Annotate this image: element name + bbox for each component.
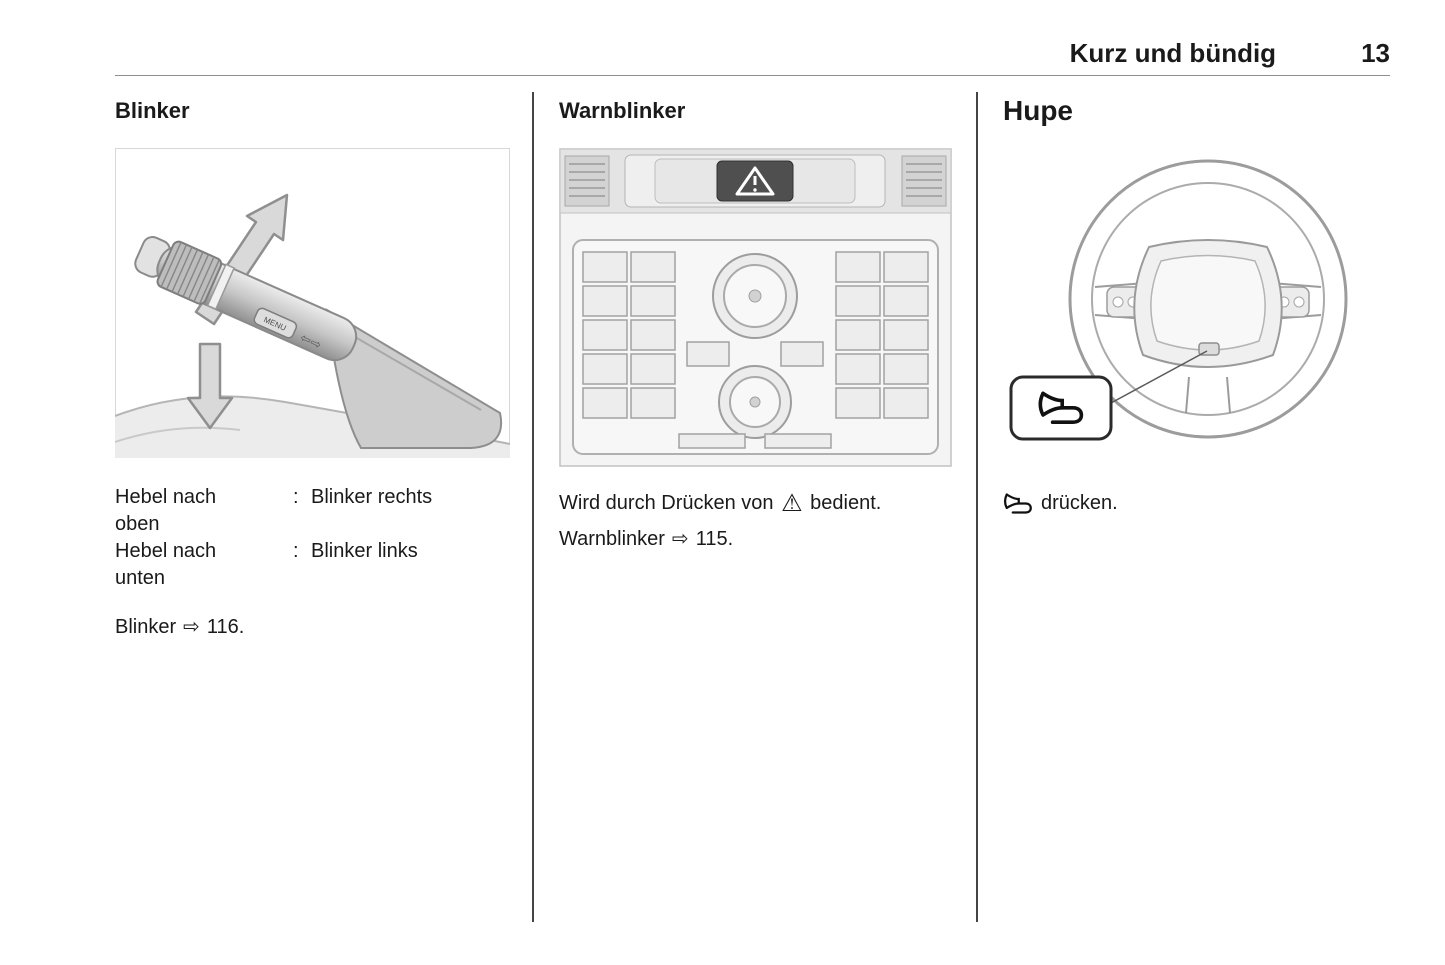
page-ref-arrow-icon: ⇨ [183,616,200,638]
section-hupe: Hupe [1003,92,1393,517]
horn-icon [1038,391,1084,425]
menu-button [253,307,298,339]
horn-callout [1009,375,1113,441]
header-rule [115,75,1390,76]
section-blinker: Blinker [114,92,511,641]
hazard-warning-icon: ⚠ [781,490,803,517]
upper-rotary-knob [712,253,798,339]
turn-signal-lever: MENU ⇦⇨ [134,236,358,362]
steering-wheel-illustration [1009,159,1348,441]
blinker-page-reference: Blinker ⇨ 116. [115,614,510,641]
center-console-illustration [559,148,952,467]
lever-down-arrow-icon [186,342,234,430]
hazard-warning-button [716,160,794,202]
figure-turn-signal-lever: MENU ⇦⇨ [114,148,511,458]
table-separator: : [293,486,299,508]
turn-signal-lever-illustration: MENU ⇦⇨ [114,148,511,458]
page-ref-arrow-icon: ⇨ [671,528,689,550]
page-header: Kurz und bündig 13 [115,38,1390,69]
warnblinker-description: Wird durch Drücken von ⚠ bedient. [559,489,954,518]
table-definition: Blinker rechts [311,486,433,508]
bottom-button-row [678,433,832,449]
warnblinker-page-reference: Warnblinker ⇨ 115. [559,526,954,553]
lower-rotary-knob [718,365,792,439]
sentence-before-icon: Wird durch Drücken von [559,492,774,514]
reference-label: Blinker [115,616,177,638]
section-warnblinker: Warnblinker [559,92,954,553]
hazard-warning-triangle-icon [735,166,775,196]
running-header-title: Kurz und bündig [1069,38,1277,68]
lever-function-table: Hebel nach oben : Blinker rechts Hebel n… [115,484,510,592]
column-divider [532,92,534,922]
left-button-grid [582,251,676,419]
callout-leader-line [1110,350,1208,404]
table-term: Hebel nach oben [115,486,217,535]
page-number: 13 [1361,38,1390,68]
table-separator: : [293,540,299,562]
instruction-text: drücken. [1041,492,1118,514]
reference-label: Warnblinker [559,528,665,550]
heading-blinker: Blinker [115,98,190,123]
figure-center-console [559,148,954,467]
figure-steering-wheel [1003,151,1393,461]
content-columns: Blinker [114,92,1394,922]
reference-page: 116. [206,616,245,638]
reference-page: 115. [695,528,734,550]
table-definition: Blinker links [311,540,418,562]
table-term: Hebel nach unten [115,540,217,589]
heading-hupe: Hupe [1003,95,1073,126]
column-divider [976,92,978,922]
center-button-row [686,341,824,367]
right-button-grid [835,251,929,419]
heading-warnblinker: Warnblinker [559,98,686,123]
sentence-after-icon: bedient. [810,492,882,514]
hupe-instruction: drücken. [1003,489,1393,517]
horn-icon [1003,492,1033,514]
